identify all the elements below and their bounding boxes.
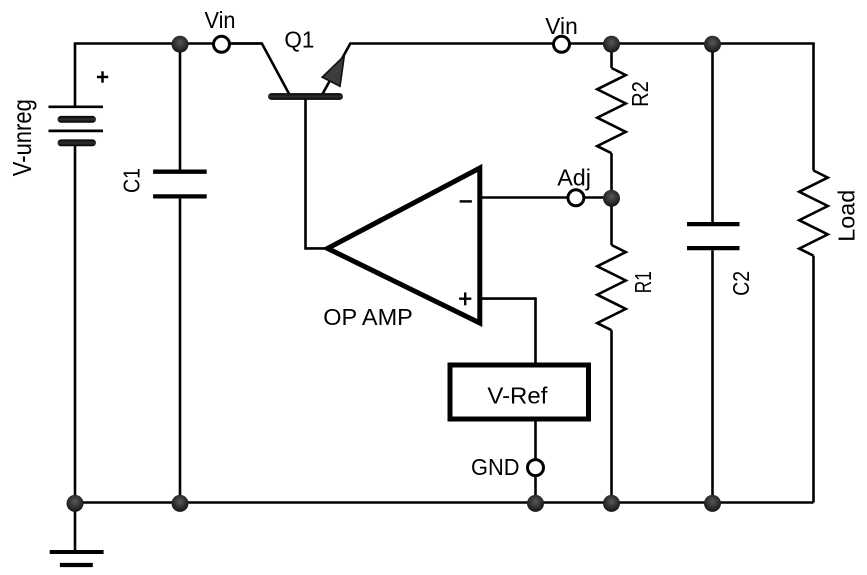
svg-text:R2: R2	[627, 81, 653, 107]
svg-text:Q1: Q1	[284, 27, 314, 53]
svg-text:V-Ref: V-Ref	[487, 383, 547, 409]
svg-text:GND: GND	[471, 454, 520, 480]
svg-text:Load: Load	[834, 190, 860, 242]
svg-text:V-unreg: V-unreg	[7, 99, 37, 176]
svg-text:C2: C2	[728, 271, 754, 296]
svg-text:OP AMP: OP AMP	[323, 304, 413, 330]
svg-text:C1: C1	[119, 168, 145, 193]
svg-text:R1: R1	[630, 271, 656, 293]
svg-text:Vin: Vin	[205, 7, 236, 33]
svg-text:Vin: Vin	[545, 13, 578, 39]
svg-text:Adj: Adj	[557, 164, 591, 190]
